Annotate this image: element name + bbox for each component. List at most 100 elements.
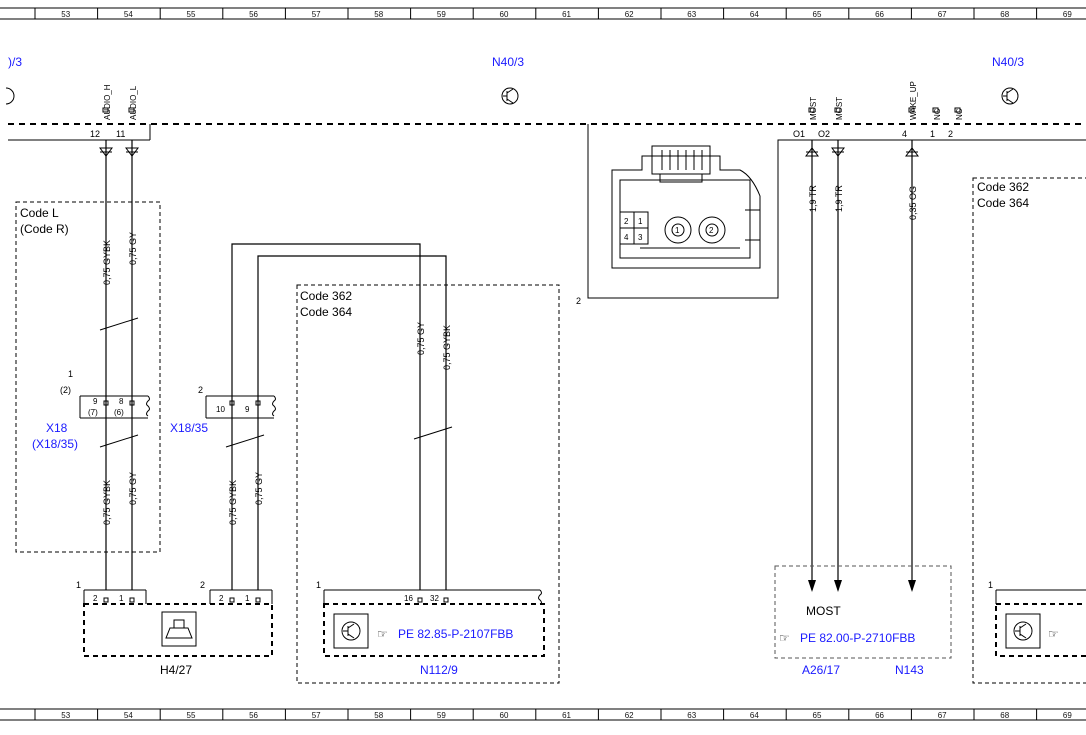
code-362-364-box-middle bbox=[296, 284, 560, 684]
connector-face-view: 2 1 4 3 1 2 bbox=[611, 145, 761, 269]
pin-o2: O2 bbox=[818, 129, 830, 139]
top-ruler-column-67: 67 bbox=[938, 10, 947, 19]
code-362-label-right: Code 362 bbox=[977, 180, 1029, 194]
top-ruler-column-55: 55 bbox=[187, 10, 196, 19]
connector-circle-2: 2 bbox=[709, 226, 714, 235]
top-ruler-column-53: 53 bbox=[61, 10, 70, 19]
bottom-ruler-column-61: 61 bbox=[562, 711, 571, 720]
bottom-ruler-column-64: 64 bbox=[750, 711, 759, 720]
x18-index: 1 bbox=[68, 369, 73, 379]
code-362-364-box-right bbox=[972, 177, 1086, 684]
bottom-ruler-column-65: 65 bbox=[813, 711, 822, 720]
x18-pin-6: (6) bbox=[114, 408, 124, 417]
transistor-icon-n112 bbox=[333, 613, 369, 649]
bottom-ruler-column-66: 66 bbox=[875, 711, 884, 720]
connector-pin-2: 2 bbox=[624, 217, 629, 226]
wire-label-6: 0,75 GY bbox=[254, 472, 264, 505]
connector-view-index: 2 bbox=[576, 296, 581, 306]
wire-label-5: 0,75 GYBK bbox=[228, 480, 238, 525]
n112-ref-link[interactable]: PE 82.85-P-2107FBB bbox=[398, 627, 513, 641]
bottom-ruler-column-55: 55 bbox=[187, 711, 196, 720]
transistor-icon-partial bbox=[5, 87, 15, 105]
n40-3-right-label: N40/3 bbox=[992, 55, 1024, 69]
top-ruler-column-65: 65 bbox=[813, 10, 822, 19]
bottom-ruler-column-68: 68 bbox=[1000, 711, 1009, 720]
transistor-icon-right bbox=[1001, 87, 1019, 105]
connector-pin-3: 3 bbox=[638, 233, 643, 242]
bottom-ruler-column-69: 69 bbox=[1063, 711, 1072, 720]
x18-35-label: X18/35 bbox=[170, 421, 208, 435]
wire-label-2: 0,75 GY bbox=[128, 232, 138, 265]
x18-pin-8: 8 bbox=[119, 397, 124, 406]
right-module-box bbox=[995, 603, 1086, 657]
n143-label: N143 bbox=[895, 663, 924, 677]
top-ruler-column-60: 60 bbox=[500, 10, 509, 19]
top-ruler-column-68: 68 bbox=[1000, 10, 1009, 19]
x18-35-index: 2 bbox=[198, 385, 203, 395]
x18-35-pin-10: 10 bbox=[216, 405, 225, 414]
top-ruler-column-59: 59 bbox=[437, 10, 446, 19]
bottom-ruler-column-58: 58 bbox=[374, 711, 383, 720]
x18-35-paren-label: (X18/35) bbox=[32, 437, 78, 451]
h4-27-pin-1: 1 bbox=[119, 594, 124, 603]
top-ruler-column-54: 54 bbox=[124, 10, 133, 19]
pin-4: 4 bbox=[902, 129, 907, 139]
connector-pin-1: 1 bbox=[638, 217, 643, 226]
bottom-ruler-column-60: 60 bbox=[500, 711, 509, 720]
n40-3-left-label: N40/3 bbox=[492, 55, 524, 69]
bottom-ruler-column-54: 54 bbox=[124, 711, 133, 720]
pin-label-nc-2: NC bbox=[955, 108, 964, 120]
h4-27-index-2: 2 bbox=[200, 580, 205, 590]
bottom-ruler-column-53: 53 bbox=[61, 711, 70, 720]
top-ruler-column-66: 66 bbox=[875, 10, 884, 19]
code-364-label-middle: Code 364 bbox=[300, 305, 352, 319]
pin-o1: O1 bbox=[793, 129, 805, 139]
wire-label-10: 1,9 TR bbox=[834, 185, 844, 212]
bottom-ruler-column-67: 67 bbox=[938, 711, 947, 720]
most-box bbox=[774, 565, 952, 659]
bottom-ruler-column-59: 59 bbox=[437, 711, 446, 720]
top-ruler-column-62: 62 bbox=[625, 10, 634, 19]
pointer-icon-n112: ☞ bbox=[377, 627, 388, 641]
x18-pin-9: 9 bbox=[93, 397, 98, 406]
pin-label-nc-1: NC bbox=[933, 108, 942, 120]
top-ruler-column-61: 61 bbox=[562, 10, 571, 19]
x18-35-pin-9: 9 bbox=[245, 405, 250, 414]
transistor-icon-left bbox=[501, 87, 519, 105]
bottom-ruler-column-62: 62 bbox=[625, 711, 634, 720]
h4-27-box bbox=[83, 603, 273, 657]
speaker-icon bbox=[161, 611, 197, 647]
pin-1: 1 bbox=[930, 129, 935, 139]
x18-index-2: (2) bbox=[60, 385, 71, 395]
n112-9-box bbox=[323, 603, 545, 657]
h4-27-pin-1b: 1 bbox=[245, 594, 250, 603]
n112-pin-32: 32 bbox=[430, 594, 439, 603]
most-label: MOST bbox=[806, 604, 841, 618]
h4-27-pin-2b: 2 bbox=[219, 594, 224, 603]
code-362-label-middle: Code 362 bbox=[300, 289, 352, 303]
connector-circle-1: 1 bbox=[675, 226, 680, 235]
wire-label-8: 0,75 GYBK bbox=[442, 325, 452, 370]
bottom-ruler-column-63: 63 bbox=[687, 711, 696, 720]
bottom-ruler-column-57: 57 bbox=[312, 711, 321, 720]
x18-label: X18 bbox=[46, 421, 68, 435]
left-partial-label: )/3 bbox=[8, 55, 22, 69]
a26-17-label: A26/17 bbox=[802, 663, 840, 677]
most-ref-link[interactable]: PE 82.00-P-2710FBB bbox=[800, 631, 915, 645]
connector-pin-4: 4 bbox=[624, 233, 629, 242]
wire-label-11: 0,35 OG bbox=[908, 186, 918, 220]
top-ruler-column-69: 69 bbox=[1063, 10, 1072, 19]
h4-27-pin-2: 2 bbox=[93, 594, 98, 603]
h4-27-label: H4/27 bbox=[160, 663, 192, 677]
code-r-label: (Code R) bbox=[20, 222, 69, 236]
n112-9-label: N112/9 bbox=[420, 663, 458, 677]
wire-label-1: 0,75 GYBK bbox=[102, 240, 112, 285]
top-ruler-column-57: 57 bbox=[312, 10, 321, 19]
wire-label-9: 1,9 TR bbox=[808, 185, 818, 212]
pin-label-audio-h: AUDIO_H bbox=[103, 84, 112, 120]
code-l-box bbox=[15, 201, 161, 553]
right-module-index: 1 bbox=[988, 580, 993, 590]
